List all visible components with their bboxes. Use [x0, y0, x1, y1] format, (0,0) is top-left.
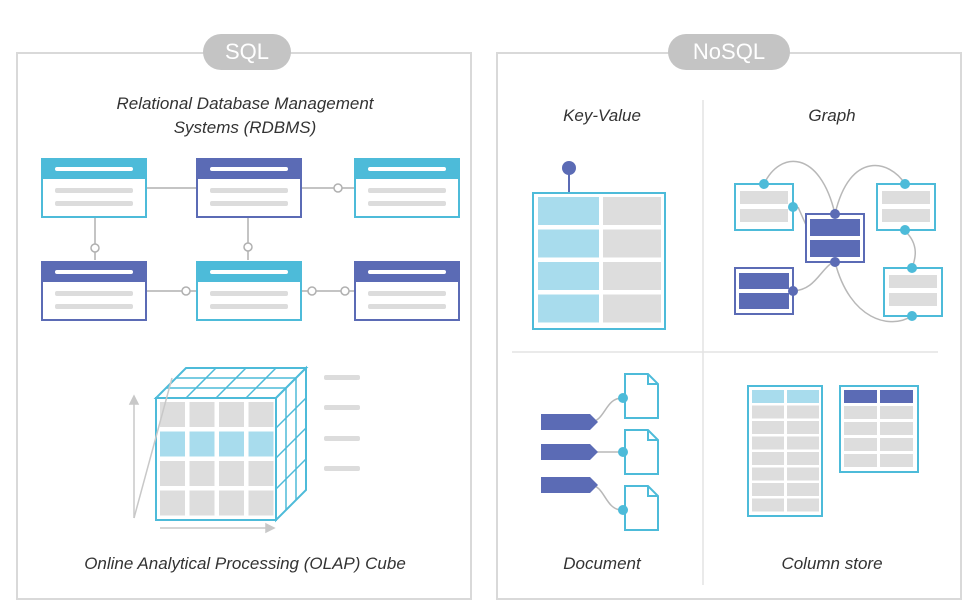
document-label: Document — [563, 554, 641, 573]
graph-node-3 — [876, 179, 936, 235]
nosql-pill: NoSQL — [668, 34, 790, 70]
rdbms-title-line2: Systems (RDBMS) — [173, 118, 317, 137]
key-value-label: Key-Value — [563, 106, 641, 125]
column-store-cell — [787, 452, 819, 465]
rdbms-table-bottom-left — [41, 261, 147, 321]
column-store-cell — [752, 483, 784, 496]
cube-cell — [219, 431, 244, 457]
graph-node-4 — [734, 267, 798, 315]
column-store-cell — [752, 390, 784, 403]
cube-cell — [248, 431, 274, 457]
column-store-cell — [787, 483, 819, 496]
graph-node-1 — [734, 179, 798, 231]
column-store-cell — [844, 406, 877, 419]
column-store-cell — [752, 467, 784, 481]
column-store-cell — [880, 422, 913, 435]
column-store-cell — [844, 422, 877, 435]
column-store-cell — [880, 406, 913, 419]
rdbms-table-bottom-center — [196, 261, 302, 321]
column-store-cell — [787, 390, 819, 403]
column-store-cell — [752, 452, 784, 465]
column-store-cell — [752, 498, 784, 512]
cube-cell — [219, 402, 244, 427]
column-store-cell — [752, 421, 784, 434]
rdbms-table-bottom-right — [354, 261, 460, 321]
column-store-cell — [787, 498, 819, 512]
kv-key-cell — [538, 197, 599, 225]
column-store-cell — [880, 438, 913, 451]
graph-node-2 — [805, 209, 865, 267]
cube-cell — [160, 431, 185, 457]
key-value-store — [532, 161, 666, 330]
cube-cell — [189, 402, 215, 427]
cube-cell — [189, 490, 215, 516]
olap-caption: Online Analytical Processing (OLAP) Cube — [84, 554, 406, 573]
cube-cell — [219, 490, 244, 516]
column-store-cell — [844, 454, 877, 467]
cube-cell — [160, 490, 185, 516]
cube-cell — [248, 402, 274, 427]
cube-cell — [189, 461, 215, 486]
graph-model — [734, 160, 943, 323]
olap-axes — [128, 377, 276, 534]
rdbms-table-top-right — [354, 158, 460, 218]
column-store-cell — [787, 405, 819, 419]
cube-cell — [219, 461, 244, 486]
graph-label: Graph — [808, 106, 856, 125]
kv-key-cell — [538, 262, 599, 290]
graph-node-5 — [883, 263, 943, 321]
cube-cell — [189, 431, 215, 457]
column-store-cell — [787, 436, 819, 450]
rdbms-table-top-center — [196, 158, 302, 218]
rdbms-title-line1: Relational Database Management — [116, 94, 374, 113]
kv-key-cell — [538, 229, 599, 258]
rdbms-table-top-left — [41, 158, 147, 218]
column-store-label: Column store — [781, 554, 883, 573]
column-store-cell — [880, 390, 913, 403]
document-icon-2 — [624, 429, 659, 475]
olap-cube — [153, 365, 309, 523]
column-store-cell — [844, 438, 877, 451]
key-pin-icon — [562, 161, 576, 175]
column-store — [747, 385, 919, 517]
olap-legend-lines — [324, 375, 360, 471]
column-store-cell — [787, 467, 819, 481]
kv-value-cell — [603, 229, 661, 258]
document-icon-3 — [624, 485, 659, 531]
kv-key-cell — [538, 294, 599, 323]
cube-cell — [248, 461, 274, 486]
sql-pill: SQL — [203, 34, 291, 70]
cube-cell — [160, 461, 185, 486]
column-store-cell — [752, 405, 784, 419]
kv-value-cell — [603, 294, 661, 323]
column-store-cell — [752, 436, 784, 450]
document-store — [541, 373, 659, 531]
kv-value-cell — [603, 262, 661, 290]
column-store-cell — [844, 390, 877, 403]
column-store-cell — [880, 454, 913, 467]
kv-value-cell — [603, 197, 661, 225]
column-store-cell — [787, 421, 819, 434]
document-icon-1 — [624, 373, 659, 419]
cube-cell — [248, 490, 274, 516]
